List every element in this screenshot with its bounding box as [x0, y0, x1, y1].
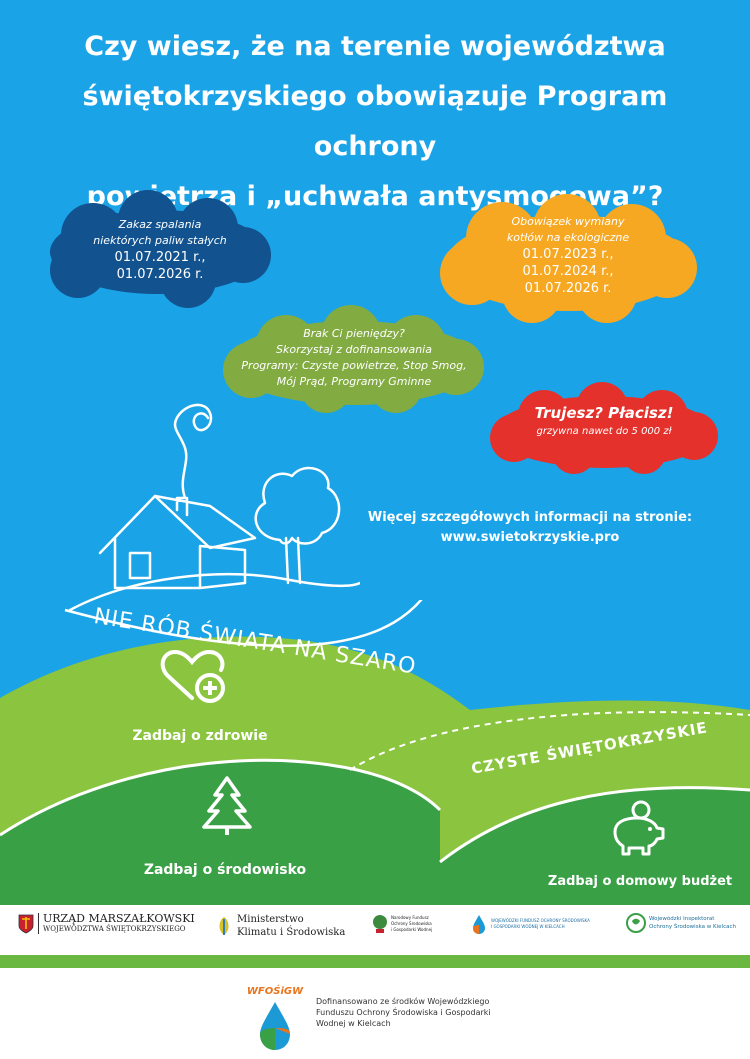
footer: WFOŚiGW Dofinansowano ze środków Wojewód… — [0, 968, 750, 1059]
logo-marshal-office: URZĄD MARSZAŁKOWSKI WOJEWÓDZTWA ŚWIĘTOKR… — [18, 913, 195, 934]
title-line-1: Czy wiesz, że na terenie województwa — [84, 31, 666, 62]
wios-globe-icon — [626, 913, 646, 933]
boilers-line-1: Obowiązek wymiany — [511, 215, 625, 228]
funding-line-4: Mój Prąd, Programy Gminne — [276, 375, 432, 388]
funding-line-2: Skorzystaj z dofinansowania — [276, 343, 432, 356]
poster-title: Czy wiesz, że na terenie województwa świ… — [20, 22, 730, 222]
cloud-fine — [490, 382, 718, 474]
info-url[interactable]: www.swietokrzyskie.pro — [440, 530, 620, 545]
tree-icon — [254, 466, 341, 585]
info-line: Więcej szczegółowych informacji na stron… — [367, 510, 693, 525]
wfos-small-line-1: WOJEWÓDZKI FUNDUSZ OCHRONY ŚRODOWISKA — [491, 918, 590, 923]
ministry-line-1: Ministerstwo — [237, 914, 304, 925]
wfos-drop-icon — [473, 915, 485, 934]
cloud-boilers — [440, 194, 697, 323]
caption-health: Zadbaj o zdrowie — [132, 728, 268, 744]
cloud-boilers-text: Obowiązek wymiany kotłów na ekologiczne … — [468, 214, 668, 297]
partner-logos: URZĄD MARSZAŁKOWSKI WOJEWÓDZTWA ŚWIĘTOKR… — [0, 905, 750, 955]
ban-line-1: Zakaz spalania — [118, 218, 202, 231]
cloud-funding — [223, 305, 484, 413]
hills — [0, 600, 750, 905]
ministry-line-2: Klimatu i Środowiska — [237, 927, 346, 938]
pine-tree-icon — [202, 776, 252, 835]
house-icon — [98, 494, 257, 590]
wfos-logo-text: WFOŚiGW — [246, 986, 304, 997]
marshal-line-1: URZĄD MARSZAŁKOWSKI — [43, 912, 195, 925]
caption-environment: Zadbaj o środowisko — [143, 862, 307, 878]
piggy-bank-icon — [613, 800, 665, 856]
logo-wfosigw-small: WOJEWÓDZKI FUNDUSZ OCHRONY ŚRODOWISKA I … — [470, 913, 590, 935]
boilers-line-2: kotłów na ekologiczne — [506, 231, 630, 244]
marshal-line-2: WOJEWÓDZTWA ŚWIĘTOKRZYSKIEGO — [43, 925, 186, 933]
logo-wios: Wojewódzki Inspektorat Ochrony Środowisk… — [626, 913, 736, 933]
coat-of-arms-icon — [18, 914, 34, 933]
cloud-fine-text: Trujesz? Płacisz! grzywna nawet do 5 000… — [504, 402, 704, 440]
fine-line-1: Trujesz? Płacisz! — [534, 404, 674, 422]
nfos-line-3: i Gospodarki Wodnej — [391, 927, 433, 932]
info-block: Więcej szczegółowych informacji na stron… — [350, 508, 710, 548]
fine-line-2: grzywna nawet do 5 000 zł — [536, 426, 672, 437]
logo-ministry: Ministerstwo Klimatu i Środowiska — [216, 913, 345, 939]
funding-line-1: Brak Ci pieniędzy? — [303, 327, 405, 340]
ban-line-2: niektórych paliw stałych — [93, 234, 227, 247]
chimney-smoke-icon — [173, 403, 213, 500]
ban-date-2: 01.07.2026 r. — [116, 267, 204, 282]
logo-nfosigw: Narodowy Fundusz Ochrony Środowiska i Go… — [372, 913, 432, 935]
boilers-date-1: 01.07.2023 r., — [522, 247, 614, 262]
ministry-leaf-icon — [219, 917, 229, 935]
boilers-date-2: 01.07.2024 r., — [522, 264, 614, 279]
green-band — [0, 955, 750, 968]
heart-plus-icon — [160, 649, 225, 703]
ban-date-1: 01.07.2021 r., — [114, 250, 206, 265]
house-sketch — [68, 403, 360, 612]
cloud-ban — [50, 190, 271, 308]
wios-line-1: Wojewódzki Inspektorat — [649, 916, 715, 922]
title-line-2: świętokrzyskiego obowiązuje Program ochr… — [82, 81, 668, 162]
nfos-line-2: Ochrony Środowiska — [391, 921, 432, 926]
boilers-date-3: 01.07.2026 r. — [524, 281, 612, 296]
wfos-small-line-2: I GOSPODARKI WODNEJ W KIELCACH — [491, 924, 565, 929]
funding-line-3: Programy: Czyste powietrze, Stop Smog, — [241, 359, 467, 372]
wios-line-2: Ochrony Środowiska w Kielcach — [649, 924, 736, 930]
funding-note: Dofinansowano ze środków Wojewódzkiego F… — [316, 997, 491, 1028]
cloud-funding-text: Brak Ci pieniędzy? Skorzystaj z dofinans… — [234, 326, 474, 390]
wfos-main-drop-icon — [260, 1002, 290, 1050]
nfos-tree-icon — [373, 915, 387, 933]
nfos-line-1: Narodowy Fundusz — [391, 915, 429, 920]
cloud-ban-text: Zakaz spalania niektórych paliw stałych … — [60, 217, 260, 283]
caption-budget: Zadbaj o domowy budżet — [547, 874, 733, 889]
